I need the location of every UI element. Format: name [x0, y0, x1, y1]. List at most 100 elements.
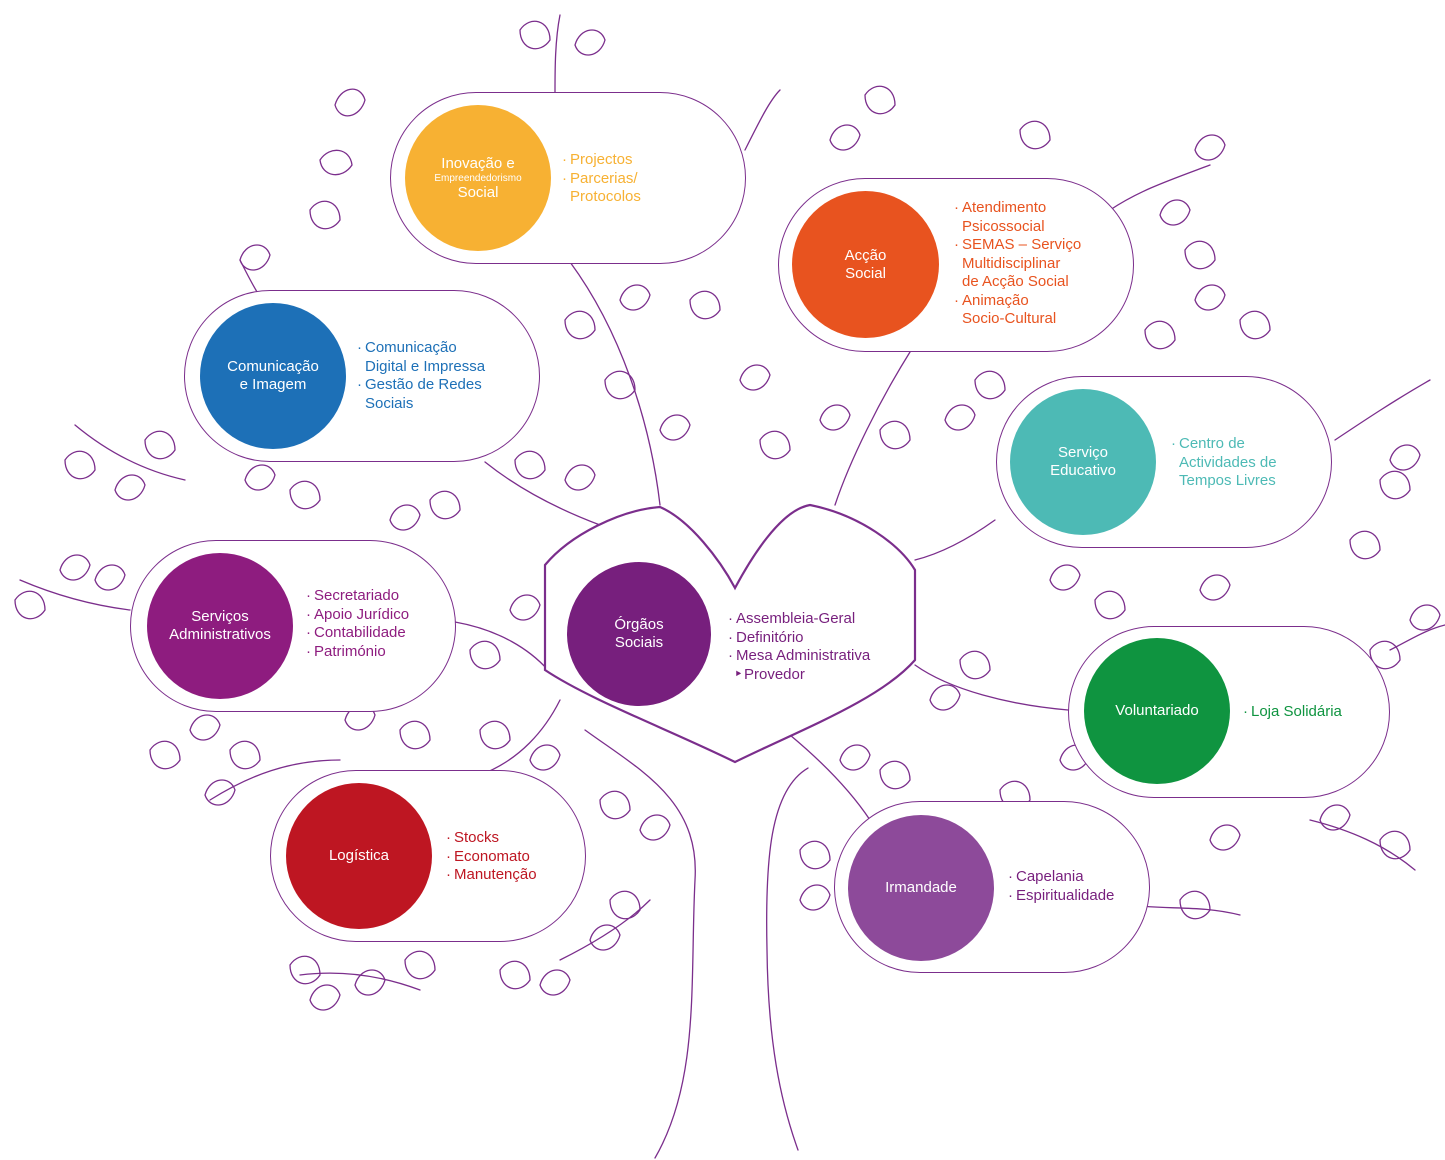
logistica-title: Logística — [328, 847, 390, 864]
trunk-right — [765, 767, 809, 1151]
node-inovacao[interactable]: Inovação e Empreendedorismo Social — [405, 105, 551, 251]
item: Protocolos — [570, 188, 641, 205]
leaf — [609, 890, 641, 920]
leaf — [974, 370, 1006, 400]
leaf — [499, 960, 531, 990]
leaf — [879, 760, 911, 790]
twig-2 — [19, 579, 131, 611]
leaf — [819, 404, 851, 431]
leaf — [94, 564, 126, 591]
leaf — [1019, 120, 1051, 150]
item: Apoio Jurídico — [306, 606, 409, 625]
item: Sociais — [365, 394, 414, 412]
branch-comunicacao — [484, 461, 601, 526]
node-voluntariado[interactable]: Voluntariado — [1084, 638, 1230, 784]
leaf — [604, 370, 636, 400]
leaf — [564, 310, 596, 340]
node-accao[interactable]: Acção Social — [792, 191, 939, 338]
leaf — [144, 430, 176, 460]
leaf — [1319, 804, 1351, 831]
item: Parcerias/ — [562, 170, 641, 189]
leaf — [799, 840, 831, 870]
leaf — [429, 490, 461, 520]
node-comunicacao[interactable]: Comunicação e Imagem — [200, 303, 346, 449]
leaf — [309, 200, 341, 230]
item: Manutenção — [446, 866, 537, 885]
leaf — [1209, 824, 1241, 851]
educativo-title: Serviço Educativo — [1050, 444, 1116, 479]
inovacao-title-small: Empreendedorismo — [434, 172, 522, 184]
node-logistica[interactable]: Logística — [286, 783, 432, 929]
leaf — [1239, 310, 1271, 340]
item: Provedor — [728, 666, 870, 685]
comunicacao-title: Comunicação e Imagem — [227, 358, 319, 393]
leaf — [879, 420, 911, 450]
leaf — [399, 720, 431, 750]
item: Tempos Livres — [1179, 472, 1276, 489]
branch-administrativos — [454, 621, 549, 671]
leaf — [469, 640, 501, 670]
node-orgaos[interactable]: Órgãos Sociais — [567, 562, 711, 706]
node-administrativos[interactable]: Serviços Administrativos — [147, 553, 293, 699]
leaf — [149, 740, 181, 770]
item: Multidisciplinar — [962, 254, 1061, 272]
item: Animação — [954, 292, 1081, 311]
trunk-left — [584, 729, 696, 1159]
leaf — [689, 290, 721, 320]
branch-logistica — [479, 699, 561, 776]
leaf — [479, 720, 511, 750]
administrativos-items: Secretariado Apoio Jurídico Contabilidad… — [306, 587, 409, 661]
leaf — [1409, 604, 1441, 631]
leaf — [1184, 240, 1216, 270]
leaf — [959, 650, 991, 680]
leaf — [64, 450, 96, 480]
leaf — [334, 88, 366, 117]
item: de Acção Social — [962, 273, 1069, 290]
inovacao-items: Projectos Parcerias/ Protocolos — [562, 151, 641, 207]
branch-inovacao — [569, 261, 661, 506]
branch-accao — [834, 351, 911, 506]
leaf — [529, 744, 561, 771]
leaf — [289, 480, 321, 510]
leaf — [1199, 574, 1231, 601]
leaf — [1379, 830, 1411, 860]
leaf — [1379, 470, 1411, 500]
leaf — [1194, 134, 1226, 161]
leaf — [514, 450, 546, 480]
leaf — [539, 969, 571, 996]
item: Loja Solidária — [1243, 703, 1342, 722]
twig-1 — [74, 424, 186, 481]
branch-educativo — [914, 519, 996, 561]
leaf — [799, 884, 831, 911]
item: Contabilidade — [306, 624, 409, 643]
leaf — [1159, 199, 1191, 226]
leaf — [114, 474, 146, 501]
twig-12 — [559, 899, 651, 961]
leaf — [189, 714, 221, 741]
item: Património — [306, 643, 409, 662]
leaf — [244, 464, 276, 491]
leaf — [239, 244, 271, 271]
twig-11 — [1109, 164, 1211, 211]
voluntariado-items: Loja Solidária — [1243, 703, 1342, 722]
leaf — [229, 740, 261, 770]
twig-6 — [1309, 819, 1416, 871]
irmandade-title: Irmandade — [885, 879, 957, 896]
leaf — [564, 464, 596, 491]
top-sprig — [554, 14, 561, 93]
leaf — [944, 404, 976, 431]
educativo-items: Centro de Actividades de Tempos Livres — [1171, 435, 1277, 491]
voluntariado-title: Voluntariado — [1115, 702, 1199, 719]
leaf — [509, 594, 541, 621]
leaf — [289, 955, 321, 985]
leaf — [309, 984, 341, 1011]
node-irmandade[interactable]: Irmandade — [848, 815, 994, 961]
leaf — [1179, 890, 1211, 920]
administrativos-title: Serviços Administrativos — [169, 608, 271, 643]
item: Mesa Administrativa — [728, 647, 870, 666]
item: Comunicação — [357, 339, 485, 358]
inovacao-title-bottom: Social — [457, 183, 499, 201]
leaf — [1349, 530, 1381, 560]
node-educativo[interactable]: Serviço Educativo — [1010, 389, 1156, 535]
leaf — [1389, 444, 1421, 471]
